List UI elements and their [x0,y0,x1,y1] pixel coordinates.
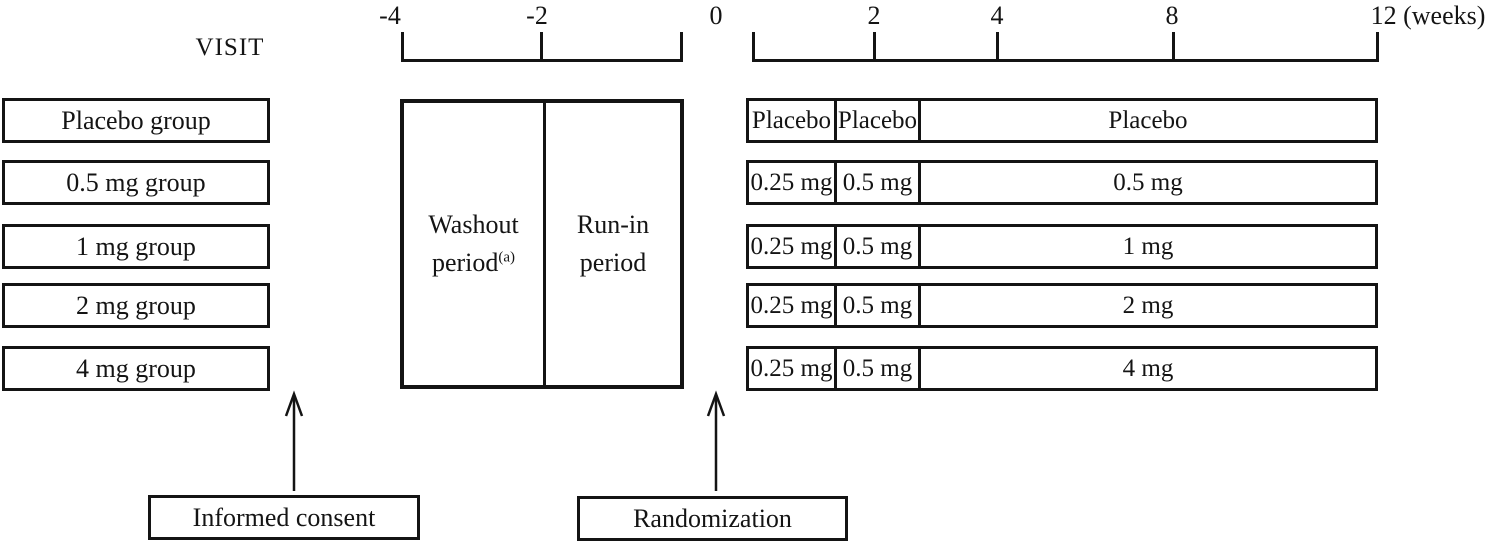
dose-row-2-mg: 0.25 mg 0.5 mg 2 mg [746,283,1378,328]
timeline-tick [996,32,999,62]
timeline-week-label: 4 [990,1,1004,30]
dose-row-0-5-mg: 0.25 mg 0.5 mg 0.5 mg [746,160,1378,205]
timeline-week-label: 8 [1165,1,1179,30]
run-in-period-box: Run-in period [546,103,680,385]
washout-label-line2: period(a) [432,244,515,282]
dose-cell: 4 mg [1122,354,1174,382]
dose-cell: 0.25 mg [749,227,837,266]
informed-consent-arrow-up-icon [284,390,304,491]
randomization-arrow-up-icon [706,390,726,491]
dose-cell: 0.5 mg [837,286,921,325]
group-label: Placebo group [61,105,211,135]
timeline-bracket-treatment [752,59,1379,62]
dose-row-1-mg: 0.25 mg 0.5 mg 1 mg [746,224,1378,269]
dose-cell: Placebo [749,101,837,140]
dose-row-4-mg: 0.25 mg 0.5 mg 4 mg [746,346,1378,391]
dose-cell: Placebo [1108,106,1188,134]
randomization-box: Randomization [577,496,848,541]
timeline-tick [873,32,876,62]
dose-cell: 1 mg [1122,232,1174,260]
dose-cell: 0.25 mg [749,349,837,388]
washout-label-line1: Washout [428,210,519,240]
group-box-2-mg: 2 mg group [2,283,270,328]
group-label: 2 mg group [76,290,196,320]
group-label: 4 mg group [76,353,196,383]
dose-cell: 0.25 mg [749,286,837,325]
dose-cell: 0.25 mg [749,163,837,202]
dose-cell: 0.5 mg [837,163,921,202]
group-box-0-5-mg: 0.5 mg group [2,160,270,205]
run-in-label-line2: period [579,248,647,277]
timeline-week-label: 2 [867,1,881,30]
washout-period-box: Washout period(a) [404,103,546,385]
group-box-placebo: Placebo group [2,98,270,143]
dose-cell: Placebo [837,101,921,140]
washout-footnote-marker: (a) [498,249,516,266]
dose-cell: 0.5 mg [1113,168,1183,196]
informed-consent-box: Informed consent [148,495,420,540]
timeline-week-label: -4 [379,1,401,30]
randomization-label: Randomization [633,503,792,533]
visit-label: VISIT [195,34,265,61]
group-box-4-mg: 4 mg group [2,346,270,391]
timeline-tick [1376,32,1379,62]
timeline-tick [1172,32,1175,62]
pre-randomization-period-box: Washout period(a) Run-in period [400,99,684,389]
timeline-tick [752,32,755,62]
timeline-tick [401,32,404,62]
timeline-week-label: 12 (weeks) [1370,1,1486,30]
dose-cell: 0.5 mg [837,349,921,388]
run-in-label-line1: Run-in [576,210,650,240]
group-label: 0.5 mg group [66,167,206,197]
dose-row-placebo: Placebo Placebo Placebo [746,98,1378,143]
informed-consent-label: Informed consent [192,502,376,532]
dose-cell: 2 mg [1122,291,1174,319]
timeline-tick [540,32,543,62]
timeline-week-label: 0 [709,1,723,30]
dose-cell: 0.5 mg [837,227,921,266]
group-label: 1 mg group [76,231,196,261]
group-box-1-mg: 1 mg group [2,224,270,269]
timeline-tick [680,32,683,62]
washout-period-word: period [431,248,499,277]
timeline-week-label: -2 [526,1,548,30]
